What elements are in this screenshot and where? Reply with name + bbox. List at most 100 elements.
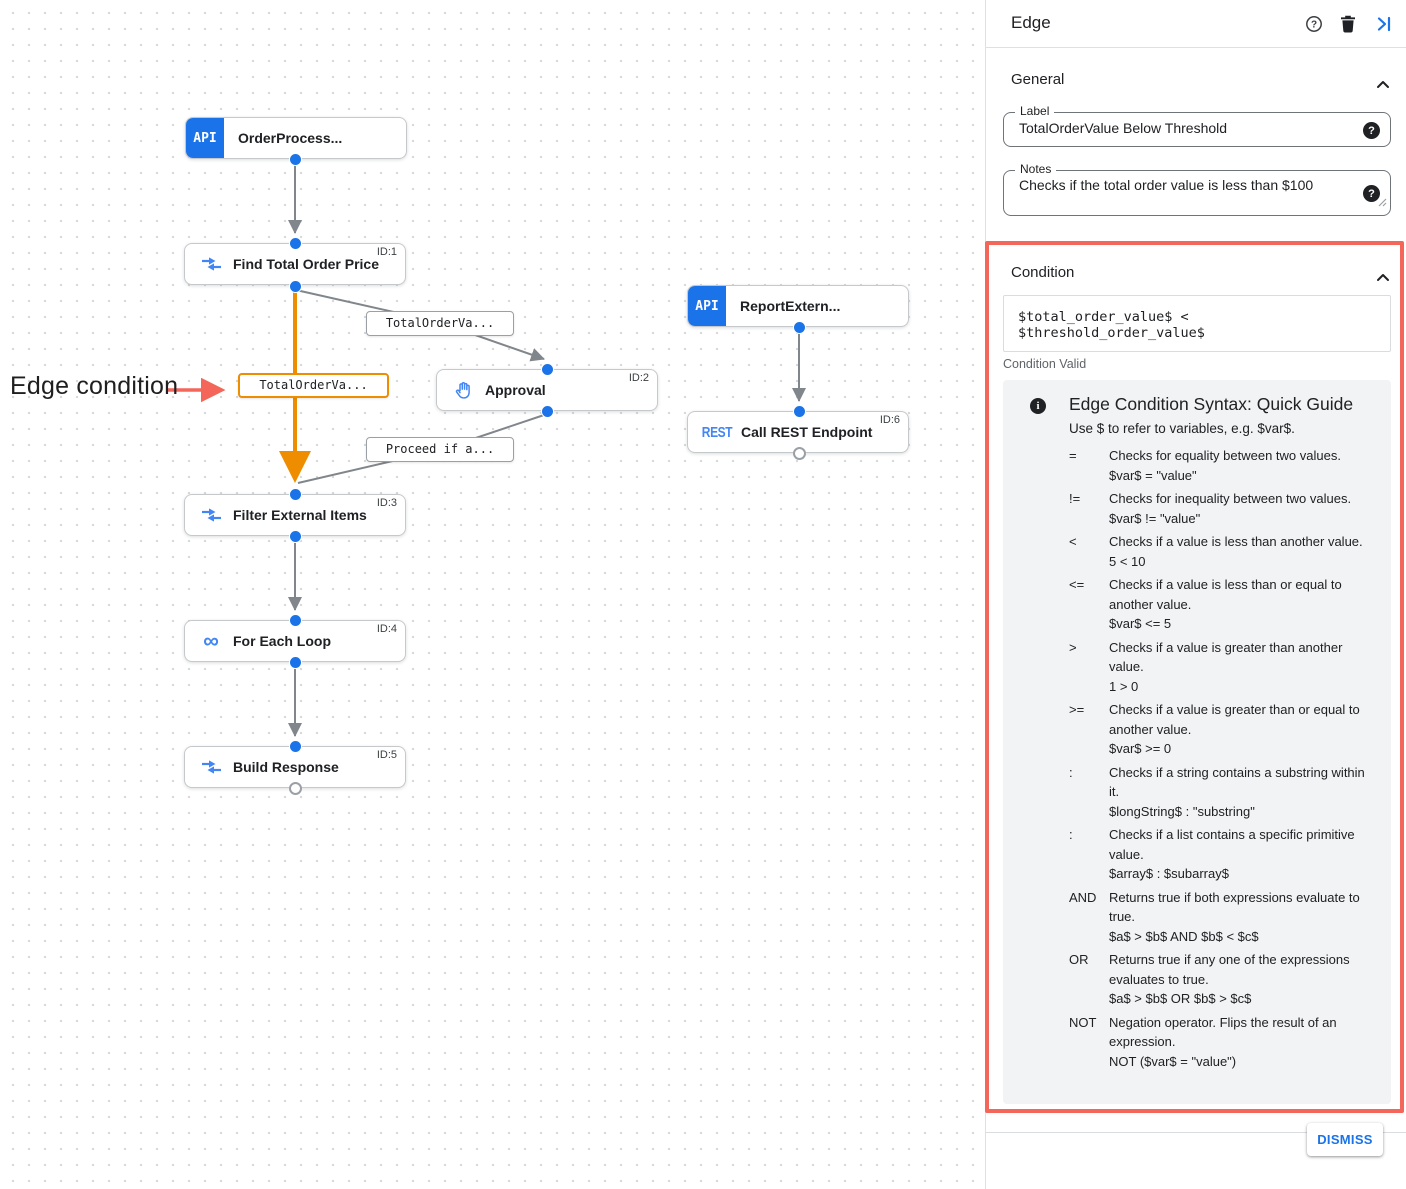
guide-entry-list: = Checks for equality between two values… bbox=[1069, 446, 1377, 1071]
node-for-each-loop[interactable]: ∞ For Each Loop ID:4 bbox=[184, 620, 406, 662]
port-out-find-total[interactable] bbox=[288, 279, 302, 293]
guide-entry: >= Checks if a value is greater than or … bbox=[1069, 700, 1377, 759]
resize-handle-icon[interactable] bbox=[1378, 194, 1387, 212]
guide-operator: OR bbox=[1069, 952, 1089, 967]
node-find-total-order-price[interactable]: Find Total Order Price ID:1 bbox=[184, 243, 406, 285]
guide-example: $array$ : $subarray$ bbox=[1109, 866, 1229, 881]
node-id-badge: ID:6 bbox=[879, 414, 900, 426]
node-label: Call REST Endpoint bbox=[741, 424, 873, 440]
port-in-find-total[interactable] bbox=[288, 236, 302, 250]
notes-field-legend: Notes bbox=[1015, 162, 1057, 176]
guide-entry: : Checks if a list contains a specific p… bbox=[1069, 825, 1377, 884]
port-out-approval[interactable] bbox=[540, 404, 554, 418]
guide-operator: AND bbox=[1069, 889, 1097, 905]
port-out-call-rest[interactable] bbox=[792, 446, 806, 460]
notes-field-wrapper: Notes Checks if the total order value is… bbox=[1003, 162, 1391, 216]
condition-syntax-guide: i Edge Condition Syntax: Quick Guide Use… bbox=[1003, 380, 1391, 1104]
guide-title: Edge Condition Syntax: Quick Guide bbox=[1069, 394, 1354, 414]
guide-description: Returns true if any one of the expressio… bbox=[1109, 950, 1377, 1009]
node-label: ReportExtern... bbox=[740, 298, 841, 314]
approval-hand-icon bbox=[450, 380, 476, 401]
condition-expression-input[interactable]: $total_order_value$ < $threshold_order_v… bbox=[1003, 295, 1391, 352]
rest-icon: REST bbox=[701, 423, 733, 441]
node-label: Filter External Items bbox=[233, 507, 367, 523]
node-label: OrderProcess... bbox=[238, 130, 343, 146]
guide-example: $var$ <= 5 bbox=[1109, 616, 1172, 631]
guide-operator: NOT bbox=[1069, 1014, 1097, 1030]
node-order-process-trigger[interactable]: API OrderProcess... bbox=[185, 117, 407, 159]
port-out-report-external[interactable] bbox=[792, 320, 806, 334]
guide-example: $var$ = "value" bbox=[1109, 467, 1197, 483]
port-out-for-each[interactable] bbox=[288, 655, 302, 669]
flow-canvas[interactable]: API OrderProcess... Find Total Order Pri… bbox=[0, 0, 985, 1189]
guide-entry: <= Checks if a value is less than or equ… bbox=[1069, 575, 1377, 634]
edge-label-from-approval[interactable]: Proceed if a... bbox=[366, 437, 514, 462]
guide-description: Checks for inequality between two values… bbox=[1109, 489, 1377, 528]
collapse-condition-icon[interactable] bbox=[1376, 269, 1390, 281]
guide-entry: NOT Negation operator. Flips the result … bbox=[1069, 1013, 1377, 1072]
notes-help-icon[interactable]: ? bbox=[1363, 185, 1380, 202]
label-input[interactable] bbox=[1019, 120, 1349, 136]
flow-edges bbox=[167, 161, 806, 737]
edge-label-condition-highlighted[interactable]: TotalOrderVa... bbox=[238, 373, 389, 398]
condition-section-heading: Condition bbox=[1011, 264, 1075, 281]
info-icon: i bbox=[1030, 398, 1046, 414]
annotation-edge-condition-label: Edge condition bbox=[10, 372, 179, 400]
port-in-call-rest[interactable] bbox=[792, 404, 806, 418]
panel-header: Edge ? bbox=[986, 0, 1406, 48]
guide-intro: Use $ to refer to variables, e.g. $var$. bbox=[1069, 421, 1295, 436]
node-call-rest-endpoint[interactable]: REST Call REST Endpoint ID:6 bbox=[687, 411, 909, 453]
port-out-build-response[interactable] bbox=[288, 781, 302, 795]
guide-operator: = bbox=[1069, 448, 1077, 463]
guide-description: Checks if a value is less than another v… bbox=[1109, 532, 1377, 571]
node-label: Build Response bbox=[233, 759, 339, 775]
guide-operator: >= bbox=[1069, 702, 1085, 717]
guide-entry: = Checks for equality between two values… bbox=[1069, 446, 1377, 485]
data-mapping-icon bbox=[198, 505, 224, 525]
guide-description: Checks if a value is greater than anothe… bbox=[1109, 638, 1377, 697]
node-label: Find Total Order Price bbox=[233, 256, 379, 272]
port-out-order-process[interactable] bbox=[288, 152, 302, 166]
guide-description: Checks if a list contains a specific pri… bbox=[1109, 825, 1377, 884]
delete-edge-icon[interactable] bbox=[1338, 14, 1358, 34]
port-out-filter-items[interactable] bbox=[288, 529, 302, 543]
dismiss-button[interactable]: DISMISS bbox=[1307, 1123, 1383, 1156]
guide-example: $a$ > $b$ AND $b$ < $c$ bbox=[1109, 928, 1259, 944]
guide-operator: : bbox=[1069, 764, 1073, 780]
port-in-for-each[interactable] bbox=[288, 613, 302, 627]
node-label: For Each Loop bbox=[233, 633, 331, 649]
node-report-external-trigger[interactable]: API ReportExtern... bbox=[687, 285, 909, 327]
guide-entry: != Checks for inequality between two val… bbox=[1069, 489, 1377, 528]
guide-entry: OR Returns true if any one of the expres… bbox=[1069, 950, 1377, 1009]
guide-description: Checks if a value is greater than or equ… bbox=[1109, 700, 1377, 759]
port-in-build-response[interactable] bbox=[288, 739, 302, 753]
guide-example: $a$ > $b$ OR $b$ > $c$ bbox=[1109, 991, 1252, 1006]
api-badge: API bbox=[688, 286, 726, 326]
panel-bottom-divider bbox=[986, 1132, 1406, 1133]
loop-icon: ∞ bbox=[203, 628, 219, 653]
data-mapping-icon bbox=[198, 757, 224, 777]
guide-example: NOT ($var$ = "value") bbox=[1109, 1053, 1237, 1069]
guide-entry: AND Returns true if both expressions eva… bbox=[1069, 888, 1377, 947]
data-mapping-icon bbox=[198, 254, 224, 274]
guide-description: Checks for equality between two values. … bbox=[1109, 446, 1377, 485]
collapse-panel-icon[interactable] bbox=[1374, 14, 1394, 34]
guide-operator: < bbox=[1069, 534, 1077, 549]
label-help-icon[interactable]: ? bbox=[1363, 122, 1380, 139]
svg-text:?: ? bbox=[1311, 20, 1317, 31]
guide-operator: > bbox=[1069, 639, 1077, 655]
port-in-approval[interactable] bbox=[540, 362, 554, 376]
help-icon[interactable]: ? bbox=[1304, 14, 1324, 34]
guide-example: $longString$ : "substring" bbox=[1109, 803, 1255, 819]
node-approval[interactable]: Approval ID:2 bbox=[436, 369, 658, 411]
guide-entry: > Checks if a value is greater than anot… bbox=[1069, 638, 1377, 697]
notes-textarea[interactable]: Checks if the total order value is less … bbox=[1019, 177, 1349, 211]
edge-label-to-approval[interactable]: TotalOrderVa... bbox=[366, 311, 514, 336]
node-id-badge: ID:4 bbox=[376, 623, 397, 635]
port-in-filter-items[interactable] bbox=[288, 487, 302, 501]
node-id-badge: ID:1 bbox=[376, 246, 397, 258]
node-build-response[interactable]: Build Response ID:5 bbox=[184, 746, 406, 788]
collapse-general-icon[interactable] bbox=[1376, 76, 1390, 88]
label-field-wrapper: Label ? bbox=[1003, 104, 1391, 147]
